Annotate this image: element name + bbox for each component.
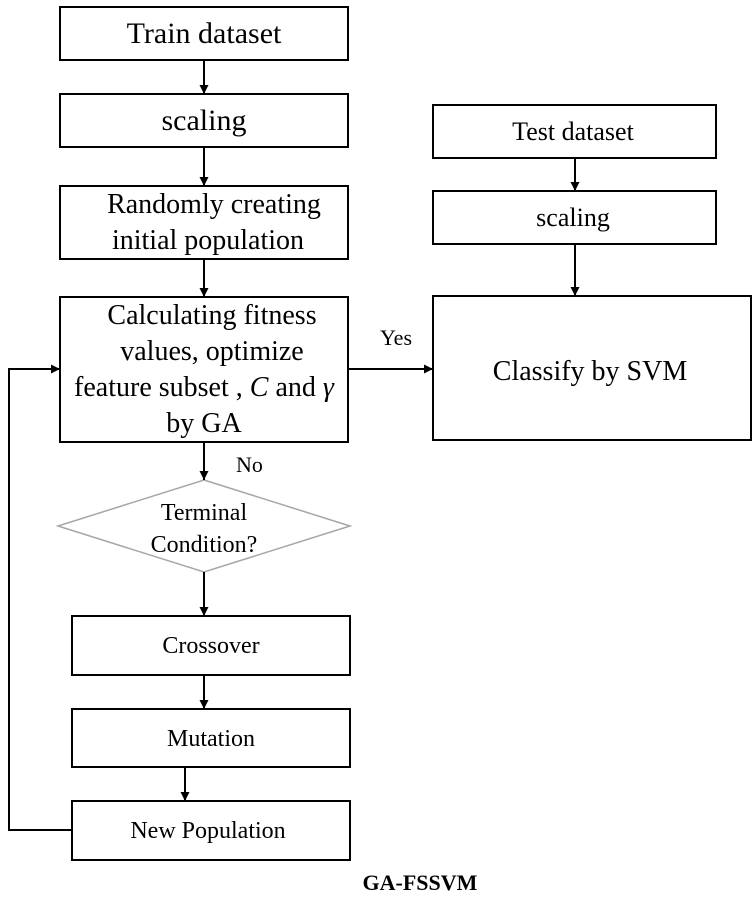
node-new-population: New Population	[71, 800, 351, 861]
node-fitness: Calculating fitness values, optimize fea…	[59, 296, 349, 443]
node-crossover-label: Crossover	[162, 633, 259, 659]
edge-no-label: No	[236, 452, 263, 477]
node-fitness-line1: Calculating fitness	[107, 300, 316, 331]
node-classify-svm-label: Classify by SVM	[493, 356, 688, 387]
node-train-dataset: Train dataset	[59, 6, 349, 61]
node-crossover: Crossover	[71, 615, 351, 676]
node-random-init-line1: Randomly creating	[107, 189, 321, 220]
node-fitness-line2: values, optimize	[120, 336, 304, 367]
node-fitness-line4: by GA	[166, 408, 242, 439]
node-test-dataset: Test dataset	[432, 104, 717, 159]
node-fitness-line3-prefix: feature subset ,	[74, 372, 250, 403]
node-train-dataset-label: Train dataset	[127, 17, 282, 50]
node-scaling-test: scaling	[432, 190, 717, 245]
node-terminal-line1: Terminal	[161, 500, 248, 526]
node-terminal-condition: Terminal Condition?	[55, 479, 353, 573]
node-fitness-and: and	[268, 372, 322, 403]
node-scaling-test-label: scaling	[536, 203, 610, 232]
node-random-init-line2: initial population	[112, 225, 304, 256]
node-test-dataset-label: Test dataset	[512, 117, 634, 146]
node-fitness-line3: feature subset , C and γ	[74, 372, 335, 403]
node-fitness-c: C	[250, 372, 269, 403]
node-scaling-train-label: scaling	[162, 104, 247, 137]
node-mutation-label: Mutation	[167, 726, 255, 752]
edge-newpop-to-fitness	[8, 364, 72, 831]
node-random-init: Randomly creating initial population	[59, 185, 349, 260]
node-fitness-gamma: γ	[323, 372, 335, 403]
node-mutation: Mutation	[71, 708, 351, 768]
diagram-caption: GA-FSSVM	[363, 870, 478, 895]
node-new-population-label: New Population	[130, 818, 285, 844]
node-scaling-train: scaling	[59, 93, 349, 148]
edge-yes-label: Yes	[380, 325, 412, 350]
node-classify-svm: Classify by SVM	[432, 295, 752, 441]
node-terminal-line2: Condition?	[151, 532, 258, 558]
